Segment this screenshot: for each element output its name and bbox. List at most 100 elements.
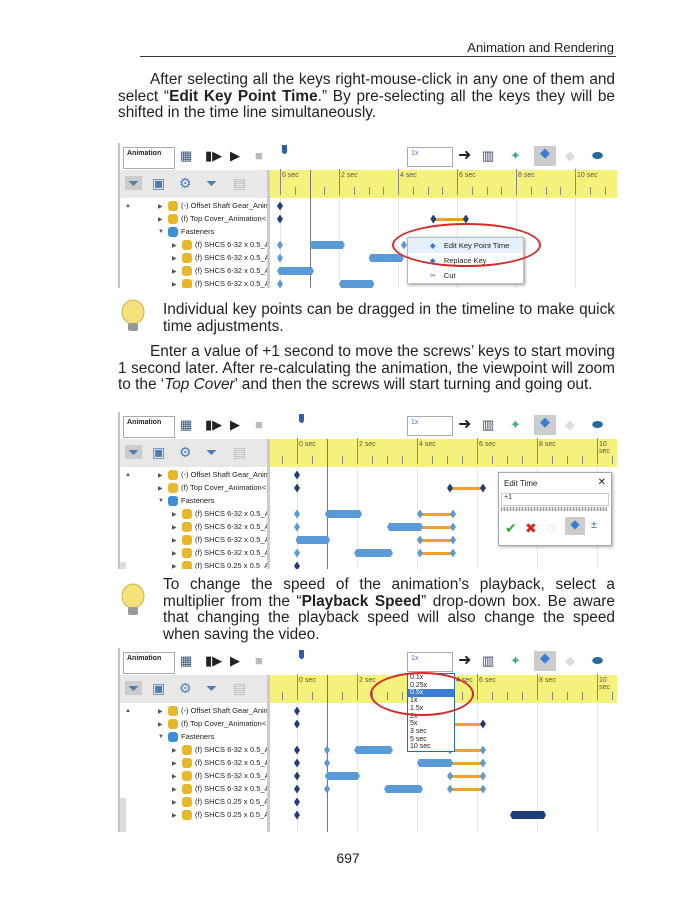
- scroll-up-icon[interactable]: ▲: [125, 472, 131, 478]
- save-animation-icon[interactable]: ▥: [482, 417, 495, 432]
- play-from-start-icon[interactable]: ▮▶: [205, 653, 223, 668]
- play-from-start-icon[interactable]: ▮▶: [205, 417, 223, 432]
- expand-arrow-icon[interactable]: ▶: [158, 722, 163, 728]
- key-point[interactable]: [294, 719, 300, 729]
- expand-arrow-icon[interactable]: ▶: [158, 473, 163, 479]
- playhead-line[interactable]: [327, 439, 328, 569]
- expand-arrow-icon[interactable]: ▶: [172, 551, 177, 557]
- add-key-icon[interactable]: ◆: [565, 653, 575, 668]
- cancel-x-icon[interactable]: ✖: [525, 520, 537, 536]
- key-point[interactable]: [417, 522, 423, 532]
- key-point[interactable]: [447, 758, 453, 768]
- tree-item[interactable]: ▶(f) SHCS 6-32 x 0.5_Ani: [120, 757, 267, 770]
- expand-arrow-icon[interactable]: ▶: [172, 269, 177, 275]
- key-point[interactable]: [294, 745, 300, 755]
- filter-driving-icon[interactable]: ⚙: [179, 680, 192, 696]
- calculate-icon[interactable]: ▦: [180, 653, 193, 668]
- key-point[interactable]: [294, 771, 300, 781]
- selected-key-range[interactable]: [354, 746, 393, 754]
- save-animation-icon[interactable]: ▥: [482, 148, 495, 163]
- filter-animated-icon[interactable]: ▣: [152, 680, 166, 696]
- stop-icon[interactable]: ■: [255, 417, 263, 432]
- time-slider-handle[interactable]: [299, 650, 304, 659]
- key-point[interactable]: [324, 758, 330, 768]
- key-point[interactable]: [277, 253, 283, 263]
- key-point[interactable]: [450, 548, 456, 558]
- expand-arrow-icon[interactable]: ▶: [158, 217, 163, 223]
- selected-key-range[interactable]: [417, 759, 453, 767]
- tree-item[interactable]: ▼Fasteners: [120, 495, 267, 508]
- key-point[interactable]: [447, 771, 453, 781]
- play-icon[interactable]: ▶: [230, 148, 240, 163]
- autokey-icon[interactable]: ◆: [534, 651, 556, 671]
- plus-minus-icon[interactable]: ±: [591, 519, 598, 531]
- tree-item[interactable]: ▶(f) SHCS 6-32 x 0.5_Ani: [120, 770, 267, 783]
- key-point[interactable]: [294, 784, 300, 794]
- key-point[interactable]: [462, 214, 469, 224]
- key-point[interactable]: [480, 483, 486, 493]
- key-point[interactable]: [294, 706, 300, 716]
- stop-icon[interactable]: ■: [255, 653, 263, 668]
- filter-selected-icon[interactable]: ⏷: [206, 444, 218, 460]
- tree-item[interactable]: ▶(f) Top Cover_Animation<1: [120, 213, 267, 226]
- save-arrow-icon[interactable]: ➜: [458, 416, 472, 433]
- autokey-icon[interactable]: ◆: [534, 146, 556, 166]
- filter-driving-icon[interactable]: ⚙: [179, 175, 192, 191]
- offset-slider[interactable]: [501, 507, 607, 511]
- animation-wizard-icon[interactable]: ✦: [510, 417, 521, 432]
- speed-option[interactable]: 5 sec: [410, 735, 427, 743]
- key-point[interactable]: [294, 758, 300, 768]
- motion-study-icon[interactable]: ⬬: [592, 417, 604, 432]
- key-point[interactable]: [417, 548, 423, 558]
- playback-speed-select[interactable]: 1x: [407, 147, 453, 167]
- key-point[interactable]: [294, 509, 300, 519]
- tree-item[interactable]: ▶(f) SHCS 6-32 x 0.5_Ani: [120, 744, 267, 757]
- filter-icon[interactable]: ⏷: [125, 176, 143, 190]
- key-point[interactable]: [450, 509, 456, 519]
- mode-select[interactable]: Animation: [123, 147, 175, 169]
- key-point[interactable]: [480, 758, 486, 768]
- filter-icon[interactable]: ⏷: [125, 681, 143, 695]
- mode-select[interactable]: Animation: [123, 652, 175, 674]
- selected-key-range[interactable]: [309, 241, 345, 249]
- tree-item[interactable]: ▼Fasteners: [120, 226, 267, 239]
- add-key-icon[interactable]: ◆: [565, 148, 575, 163]
- motion-study-icon[interactable]: ⬬: [592, 148, 604, 163]
- selected-key-range[interactable]: [339, 280, 375, 288]
- key-point[interactable]: [450, 522, 456, 532]
- tree-scrollbar[interactable]: [120, 562, 126, 569]
- pane-splitter[interactable]: [267, 439, 270, 569]
- selected-key-range[interactable]: [295, 536, 330, 544]
- confirm-check-icon[interactable]: ✔: [505, 520, 517, 536]
- key-point[interactable]: [447, 483, 453, 493]
- filter-driving-icon[interactable]: ⚙: [179, 444, 192, 460]
- expand-arrow-icon[interactable]: ▶: [172, 787, 177, 793]
- key-point[interactable]: [417, 509, 423, 519]
- expand-arrow-icon[interactable]: ▶: [158, 709, 163, 715]
- tree-item[interactable]: ▶(f) SHCS 6-32 x 0.5_Ani: [120, 521, 267, 534]
- key-point[interactable]: [447, 784, 453, 794]
- expand-arrow-icon[interactable]: ▶: [172, 774, 177, 780]
- speed-option[interactable]: 5x: [410, 720, 418, 728]
- pane-splitter[interactable]: [267, 675, 270, 832]
- filter-icon[interactable]: ⏷: [125, 445, 143, 459]
- key-point[interactable]: [277, 201, 283, 211]
- collapse-arrow-icon[interactable]: ▼: [158, 229, 164, 235]
- key-point[interactable]: [277, 279, 283, 288]
- key-point[interactable]: [294, 797, 300, 807]
- key-point[interactable]: [480, 771, 486, 781]
- key-point[interactable]: [450, 535, 456, 545]
- filter-results-icon[interactable]: ▤: [233, 175, 247, 191]
- key-point[interactable]: [480, 719, 486, 729]
- save-animation-icon[interactable]: ▥: [482, 653, 495, 668]
- key-point[interactable]: [480, 745, 486, 755]
- filter-selected-icon[interactable]: ⏷: [206, 680, 218, 696]
- tree-item[interactable]: ▶(f) SHCS 0.25 x 0.5_Ani: [120, 796, 267, 809]
- tree-item[interactable]: ▼Fasteners: [120, 731, 267, 744]
- tree-item[interactable]: ▶(f) SHCS 6-32 x 0.5_Ani: [120, 239, 267, 252]
- filter-results-icon[interactable]: ▤: [233, 444, 247, 460]
- collapse-arrow-icon[interactable]: ▼: [158, 734, 164, 740]
- tree-item[interactable]: ▶(-) Offset Shaft Gear_Anima▲: [120, 469, 267, 482]
